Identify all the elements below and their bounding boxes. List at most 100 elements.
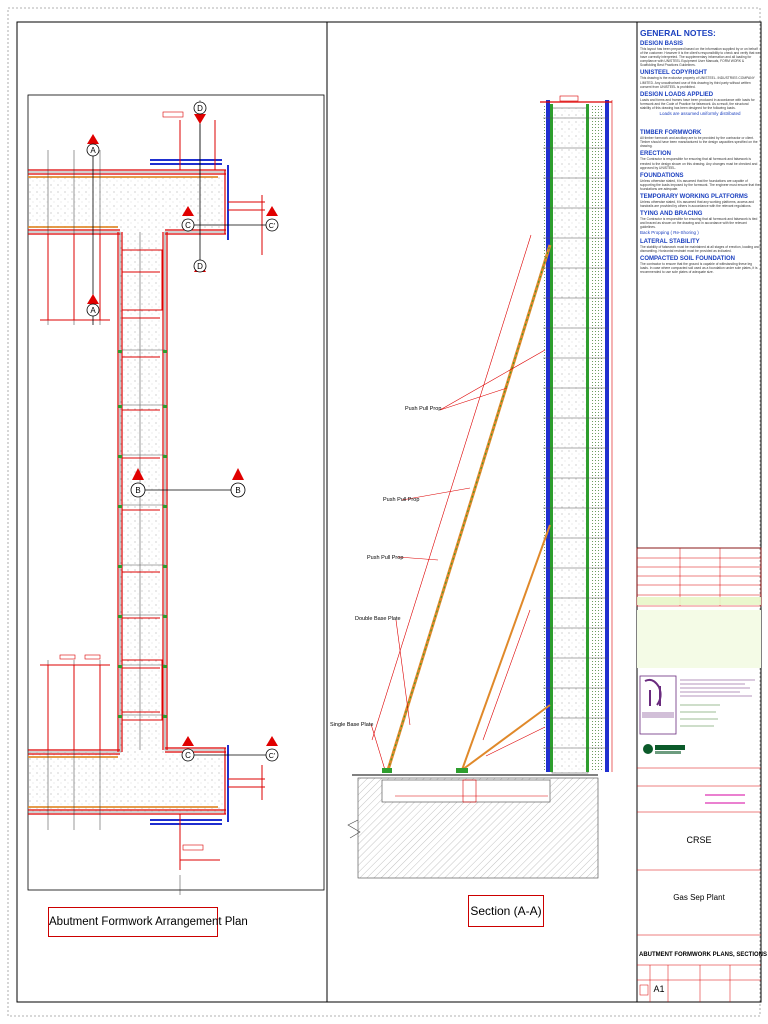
notes-h-platforms: TEMPORARY WORKING PLATFORMS — [640, 193, 748, 200]
foundation-footing — [381, 779, 551, 803]
drawing-title: ABUTMENT FORMWORK PLANS, SECTIONS — [639, 952, 767, 958]
title-block-rows — [637, 767, 761, 1002]
prop-dim-line-1 — [371, 234, 532, 741]
company-logo-caption — [642, 712, 674, 718]
notes-t-design-basis: This layout has been prepared based on t… — [640, 47, 760, 68]
marker-c-top-right-label: C' — [269, 223, 275, 230]
abutment-wall — [551, 107, 589, 774]
prop-dim-line-3 — [485, 726, 546, 757]
notes-t-platforms: Unless otherwise stated, it is assumed t… — [640, 199, 754, 209]
plan-props — [40, 120, 265, 870]
notes-t-loads: Loads and forms and frames have been pro… — [640, 97, 755, 110]
title-block — [636, 547, 762, 1003]
callout-single-base-plate: Single Base Plate — [330, 722, 373, 728]
callout-double-base-plate: Double Base Plate — [355, 616, 401, 622]
section-marker-d-top: D — [193, 101, 207, 124]
company-contact-lines — [680, 679, 755, 697]
plan-frame — [27, 94, 325, 891]
contractor-logo-mark — [643, 744, 653, 754]
prop-short — [461, 704, 551, 771]
prop-mid — [461, 524, 551, 771]
consultant-contact-lines — [680, 704, 720, 727]
general-notes: GENERAL NOTES: DESIGN BASIS This layout … — [640, 28, 760, 552]
plan-stem-ties — [122, 349, 165, 716]
section-marker-c-top-left: C — [181, 206, 195, 232]
marker-c-top-left-label: C — [185, 221, 191, 230]
marker-c-bottom-right-label: C' — [269, 753, 275, 760]
wall-form-right-blue — [605, 100, 609, 772]
notes-h-foundations: FOUNDATIONS — [640, 172, 684, 179]
callout-leaders — [370, 349, 546, 771]
wall-form-left-blue — [546, 100, 550, 772]
project-name: Gas Sep Plant — [673, 893, 725, 902]
revision-green-band — [637, 597, 761, 605]
wall-tie-rods — [543, 117, 608, 749]
notes-loads-line: Loads are assumed uniformly distributed — [659, 111, 741, 117]
notes-h-lateral: LATERAL STABILITY — [640, 238, 700, 245]
single-base-plate — [382, 768, 392, 773]
section-view: Push Pull Prop Push Pull Prop Push Pull … — [330, 95, 613, 879]
sheet-size-red — [639, 984, 649, 996]
plan-prop-bands — [28, 176, 218, 808]
notes-h-copyright: UNISTEEL COPYRIGHT — [640, 70, 707, 77]
client-name: CRSE — [686, 835, 712, 845]
marker-d-top-label: D — [197, 104, 203, 113]
marker-b-right-label: B — [235, 486, 240, 495]
revision-table — [636, 547, 762, 607]
wall-waler-right — [586, 104, 589, 772]
double-base-plate — [456, 768, 468, 773]
notes-t-tying: The Contractor is responsible for ensuri… — [640, 217, 758, 230]
plan-waler-markers — [118, 350, 167, 718]
soil-break-line — [347, 819, 361, 839]
section-marker-b-left: B — [130, 468, 146, 498]
section-marker-c-bottom-left: C — [181, 736, 195, 762]
marker-c-bottom-left-label: C — [185, 751, 191, 760]
prop-long-center — [387, 244, 551, 771]
sheet-size: A1 — [653, 984, 665, 994]
contractor-logo-word — [655, 745, 685, 750]
notes-h-soil: COMPACTED SOIL FOUNDATION — [640, 255, 735, 262]
notes-h-tying: TYING AND BRACING — [640, 211, 703, 218]
section-marker-a-top: A — [86, 134, 100, 157]
plan-view: A A B B C C' C — [27, 94, 325, 895]
contractor-logo-word-2 — [655, 751, 681, 754]
notes-heading: GENERAL NOTES: — [640, 28, 716, 38]
notes-h-loads: DESIGN LOADS APPLIED — [640, 91, 714, 98]
company-logo-mark — [644, 678, 662, 706]
callout-push-pull-prop-3: Push Pull Prop — [367, 555, 403, 561]
section-marker-c-bottom-right: C' — [265, 736, 279, 762]
wall-soldier-left — [542, 104, 546, 772]
notes-t-soil: The contractor to ensure that the ground… — [640, 261, 758, 274]
notes-t-timber: All timber formwork and ancillary are to… — [640, 136, 758, 149]
wall-waler-left — [550, 104, 553, 772]
prop-long — [386, 244, 552, 771]
sheet-inner-border — [16, 21, 762, 1003]
marker-d-bottom-label: D — [197, 262, 203, 271]
section-marker-a-bottom: A — [86, 294, 100, 317]
section-marker-c-top-right: C' — [265, 206, 279, 232]
wall-soldier-right — [590, 104, 602, 772]
marker-a-bottom-label: A — [90, 306, 96, 315]
prop-dim-line-2 — [482, 609, 531, 741]
notes-backpropping: Back Propping ( Re-Shoring ) — [640, 230, 699, 236]
notes-t-erection: The Contractor is responsible for ensuri… — [640, 157, 758, 170]
revision-green-band-2 — [637, 610, 761, 668]
plan-dim-tags — [59, 111, 204, 851]
foundation-dim-box — [462, 779, 477, 803]
plan-title: Abutment Formwork Arrangement Plan — [49, 916, 248, 928]
section-title: Section (A-A) — [470, 904, 542, 918]
wall-top-dim — [559, 95, 579, 102]
plan-blue-ties — [150, 159, 229, 825]
section-marker-d-bottom: D — [193, 259, 207, 273]
marker-a-top-label: A — [90, 146, 96, 155]
notes-t-lateral: The stability of falsework must be maint… — [640, 244, 760, 253]
section-title-box: Section (A-A) — [468, 895, 544, 927]
plan-stem-brackets — [121, 249, 163, 721]
notes-t-foundations: Unless otherwise stated, it is assumed t… — [640, 178, 760, 191]
section-marker-b-right: B — [230, 468, 246, 498]
sheet-outer-border — [7, 7, 761, 1017]
notes-h-timber: TIMBER FORMWORK — [640, 130, 702, 137]
notes-h-erection: ERECTION — [640, 151, 672, 158]
callout-push-pull-prop-1: Push Pull Prop — [405, 406, 441, 412]
